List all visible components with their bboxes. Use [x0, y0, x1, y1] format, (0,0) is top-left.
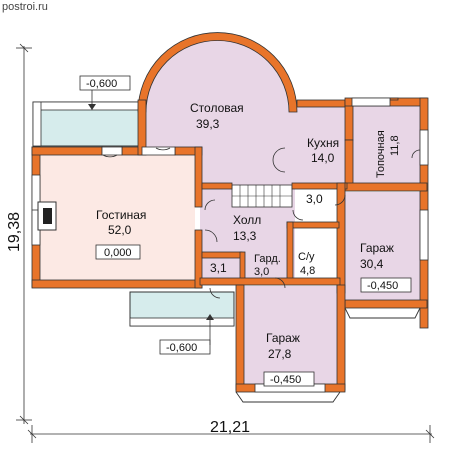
garage1-level: -0,450 — [367, 280, 398, 292]
boiler-area: 11,8 — [389, 135, 401, 156]
terrace-bottom — [129, 291, 235, 327]
staircase — [231, 184, 293, 208]
wardrobe-area: 3,0 — [254, 266, 269, 278]
boiler-floor — [352, 105, 422, 185]
dining-area: 39,3 — [196, 117, 220, 131]
kitchen-name: Кухня — [307, 136, 339, 150]
hall-name: Холл — [233, 213, 261, 227]
garage1-level-box — [360, 277, 412, 293]
kitchen-area: 14,0 — [311, 151, 335, 165]
living-level: 0,000 — [104, 247, 132, 259]
living-name: Гостиная — [96, 208, 146, 222]
garage1-area: 30,4 — [360, 257, 384, 271]
garage2-level-box — [263, 371, 315, 387]
small-room-area: 3,1 — [210, 261, 227, 275]
garage2-floor — [243, 286, 338, 386]
hall-area: 13,3 — [233, 229, 257, 243]
garage2-area: 27,8 — [268, 347, 292, 361]
garage-doors — [235, 307, 421, 403]
overall-width-label: 21,21 — [210, 419, 250, 436]
overall-height-label: 19,38 — [6, 212, 23, 252]
landing-area: 3,0 — [306, 192, 323, 206]
level-bottom-left-label: -0,600 — [166, 342, 197, 354]
dimension-lines — [16, 43, 435, 443]
terrace-top-left — [32, 101, 140, 147]
garage1-name: Гараж — [360, 241, 394, 255]
door-swings — [102, 147, 421, 299]
wc-name: С/у — [298, 251, 315, 263]
watermark: postroi.ru — [2, 1, 48, 13]
garage2-name: Гараж — [266, 331, 300, 345]
living-area: 52,0 — [108, 223, 132, 237]
level-top-left-label: -0,600 — [86, 78, 117, 90]
fireplace-icon — [37, 201, 57, 231]
wardrobe-name: Гард. — [254, 253, 281, 265]
living-level-box — [95, 244, 141, 260]
level-marker-top-left — [79, 75, 131, 110]
boiler-name: Топочная — [375, 130, 387, 178]
dining-name: Столовая — [190, 101, 244, 115]
garage2-level: -0,450 — [270, 374, 301, 386]
wc-area: 4,8 — [300, 265, 315, 277]
level-marker-bottom-left — [159, 314, 214, 355]
